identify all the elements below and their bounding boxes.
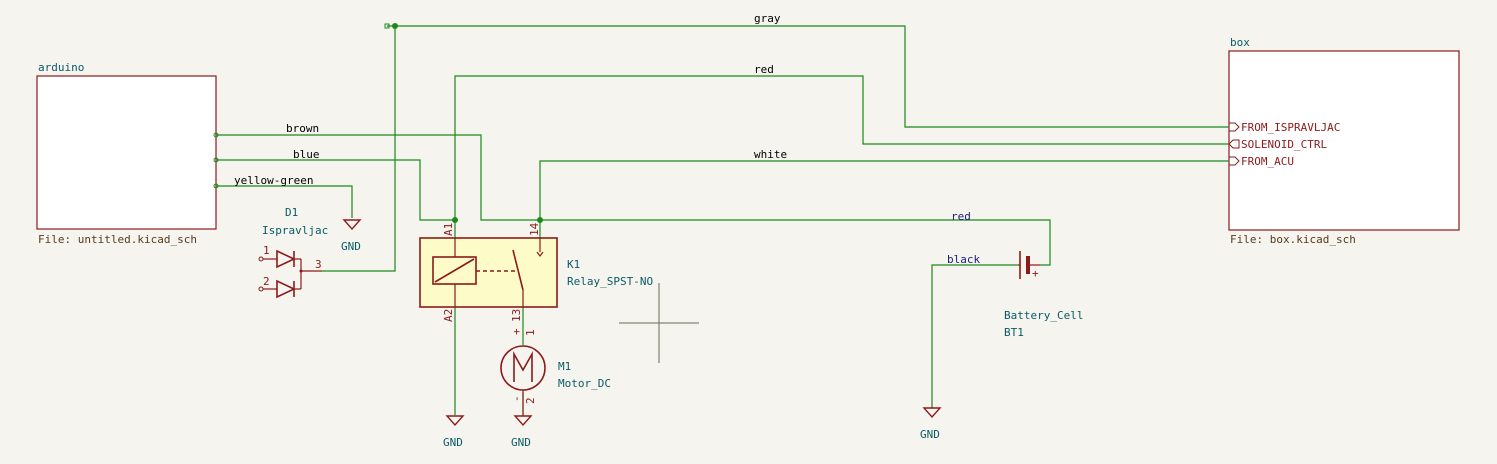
gnd-m1[interactable]: GND [511,404,533,449]
gnd-k1-label: GND [443,436,463,449]
wire-labels: gray red brown blue white yellow-green r… [234,12,980,266]
junction-a1 [452,217,458,223]
box-sheet-file: File: box.kicad_sch [1230,233,1356,246]
box-pin-from-ispravljac-arrow[interactable] [1228,122,1240,132]
m1-pin-minus: - [510,395,523,402]
gnd-arduino[interactable]: GND [341,219,362,253]
k1-pin-a1: A1 [442,223,455,236]
wire-gray[interactable] [387,25,1229,128]
d1-pin1-num: 1 [263,244,270,257]
d1-rectifier[interactable]: D1 Ispravljac 1 2 3 [258,206,328,299]
m1-m-glyph [513,350,533,382]
gnd-symbols: GND GND GND GND [341,219,942,449]
crosshair-cursor [619,283,699,363]
bt1-battery[interactable]: + Battery_Cell BT1 [1004,251,1083,339]
gnd-bt1-label: GND [920,428,940,441]
net-label-red: red [951,210,971,223]
d1-ref: D1 [285,206,298,219]
gnd-m1-label: GND [511,436,531,449]
d1-pin1-end [258,256,264,262]
k1-body[interactable] [419,237,558,308]
k1-pin-13: 13 [510,309,523,322]
bt1-ref: BT1 [1004,326,1024,339]
gnd-k1[interactable]: GND [443,415,465,449]
box-sheet-name: box [1230,36,1250,49]
k1-relay[interactable]: A1 A2 14 13 1 + K1 Relay_SPST-NO [419,222,653,336]
d1-pin2-num: 2 [263,275,270,288]
k1-pin-14: 14 [528,222,541,236]
wire-blue[interactable] [216,159,455,221]
box-pin-from-ispravljac: FROM_ISPRAVLJAC [1241,121,1340,134]
label-gray: gray [754,12,781,25]
wire-white[interactable] [539,160,1229,220]
m1-body[interactable] [500,345,546,391]
junction-14 [537,217,543,223]
label-yellow-green: yellow-green [234,174,313,187]
net-label-black: black [947,253,980,266]
k1-contact-arm [512,249,524,291]
label-blue: blue [293,148,320,161]
wire-gray-end [384,23,390,29]
label-white: white [754,148,787,161]
gnd-m1-icon [513,415,533,427]
m1-value: Motor_DC [558,377,611,390]
bt1-value: Battery_Cell [1004,309,1083,322]
wire-yellow-green[interactable] [216,185,353,218]
k1-pin-plus: + [510,328,523,335]
wire-gray-drop[interactable] [322,26,396,272]
gnd-bt1-icon [922,407,942,419]
gnd-k1-icon [445,415,465,427]
m1-pin-2: 2 [524,397,537,404]
k1-pin-a2: A2 [442,309,455,322]
k1-ref: K1 [567,258,580,271]
arduino-sheet-file: File: untitled.kicad_sch [38,233,197,246]
k1-contact-hook [536,251,544,257]
gnd-arduino-icon [342,219,362,231]
k1-pin-1: 1 [524,329,537,336]
wire-black[interactable] [931,264,1018,408]
arduino-sheet-name: arduino [38,61,84,74]
box-pin-from-acu: FROM_ACU [1241,155,1294,168]
label-red-top: red [754,63,774,76]
arduino-sheet[interactable]: arduino File: untitled.kicad_sch [36,61,219,246]
wires [216,23,1229,415]
box-sheet-box[interactable] [1228,50,1460,231]
wire-red-top[interactable] [454,75,1229,220]
d1-diode2-triangle [276,279,296,299]
d1-diode1-triangle [276,249,296,269]
m1-motor[interactable]: 2 - M1 Motor_DC [500,345,611,404]
gnd-arduino-label: GND [341,240,361,253]
junction-gray [392,23,398,29]
gnd-bt1[interactable]: GND [920,407,942,441]
k1-value: Relay_SPST-NO [567,275,653,288]
box-pin-from-acu-arrow[interactable] [1228,156,1240,166]
d1-common-dot [299,269,303,273]
d1-value: Ispravljac [262,224,328,237]
box-pin-solenoid-ctrl: SOLENOID_CTRL [1241,138,1327,151]
k1-coil-slash [434,258,475,283]
d1-pin3-num: 3 [315,258,322,271]
wire-brown[interactable] [216,134,1051,266]
box-sheet[interactable]: box File: box.kicad_sch FROM_ISPRAVLJAC … [1228,36,1460,246]
arduino-sheet-box[interactable] [36,75,217,230]
bt1-plus: + [1032,267,1039,280]
label-brown: brown [286,122,319,135]
box-pin-solenoid-ctrl-arrow[interactable] [1228,139,1240,149]
m1-ref: M1 [558,360,571,373]
